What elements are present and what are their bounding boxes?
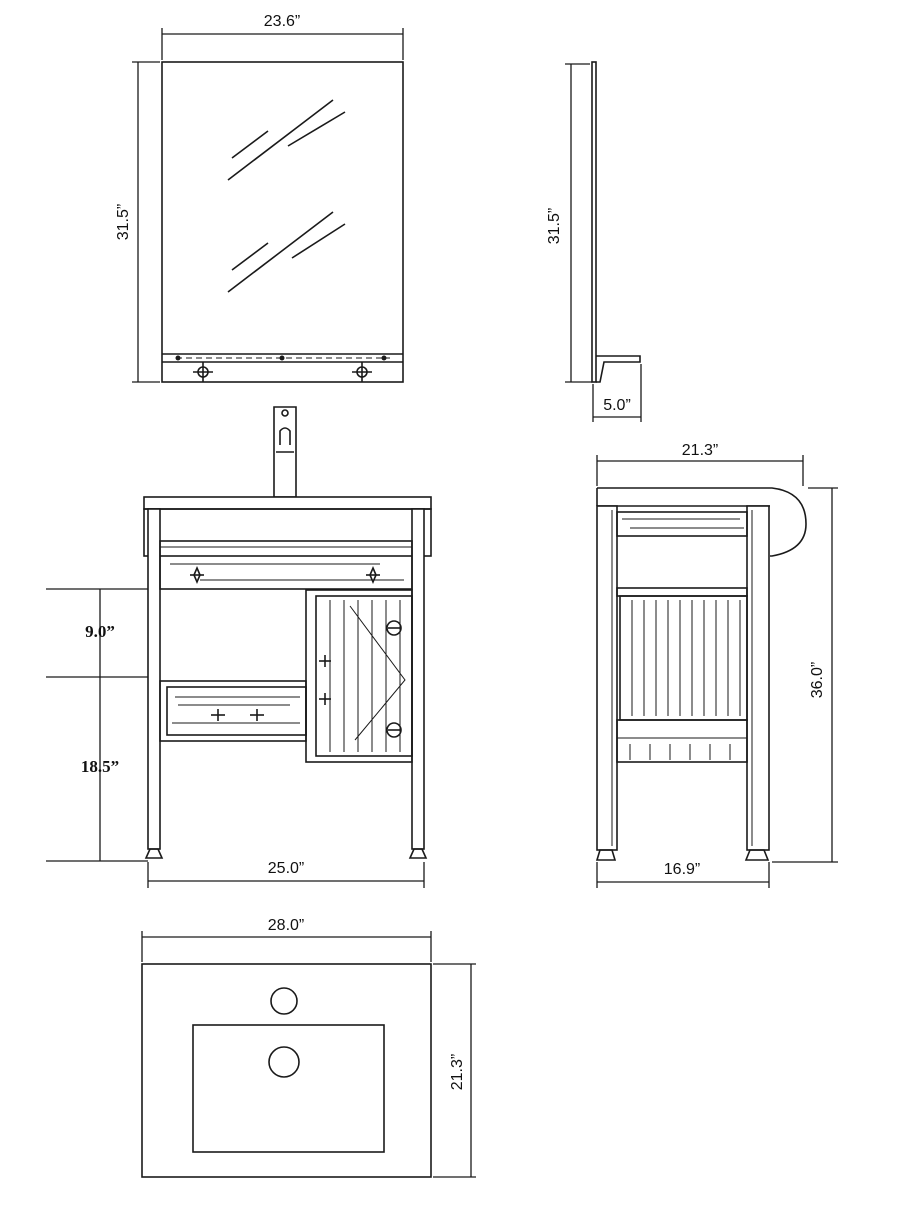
front-apron xyxy=(159,540,413,590)
drawer-clearance-label: 9.0” xyxy=(85,622,115,641)
mirror-height-side-label: 31.5” xyxy=(546,208,563,244)
vanity-leg-right xyxy=(411,508,425,850)
mirror-side-view: 31.5” 5.0” xyxy=(546,61,642,422)
foot-right xyxy=(408,848,428,859)
basin-outline xyxy=(192,1024,385,1153)
mirror-shelf-depth-label: 5.0” xyxy=(603,397,631,414)
drain-hole xyxy=(268,1046,300,1078)
vanity-countertop xyxy=(143,496,432,510)
side-leg-back xyxy=(596,505,618,851)
countertop-outline xyxy=(141,963,432,1178)
mirror-bracket-left xyxy=(193,362,213,382)
mirror-height-front-label: 31.5” xyxy=(115,204,132,240)
faucet-hole xyxy=(270,987,298,1015)
vanity-depth-base-label: 16.9” xyxy=(664,861,700,878)
top-width-label: 28.0” xyxy=(268,917,304,934)
vanity-depth-top-label: 21.3” xyxy=(682,442,718,459)
foot-left xyxy=(144,848,164,859)
side-leg-front xyxy=(746,505,770,851)
sink-top-plan-view: 28.0” 21.3” xyxy=(141,917,476,1178)
top-depth-label: 21.3” xyxy=(449,1054,466,1090)
vanity-height-label: 36.0” xyxy=(809,662,826,698)
mirror-front-view: 23.6” 31.5” xyxy=(115,13,404,383)
shelf-height-label: 18.5” xyxy=(81,757,119,776)
vanity-leg-left xyxy=(147,508,161,850)
vanity-width-label: 25.0” xyxy=(268,860,304,877)
mirror-frame xyxy=(161,61,404,383)
faucet-icon xyxy=(273,406,297,498)
mirror-side-profile xyxy=(591,61,597,383)
mirror-bracket-right xyxy=(352,362,372,382)
mirror-width-label: 23.6” xyxy=(264,13,300,30)
vanity-side-view: 21.3” xyxy=(595,442,838,888)
vanity-front-view: 9.0” 18.5” 25.0” xyxy=(46,406,432,888)
lower-shelf xyxy=(159,680,307,742)
